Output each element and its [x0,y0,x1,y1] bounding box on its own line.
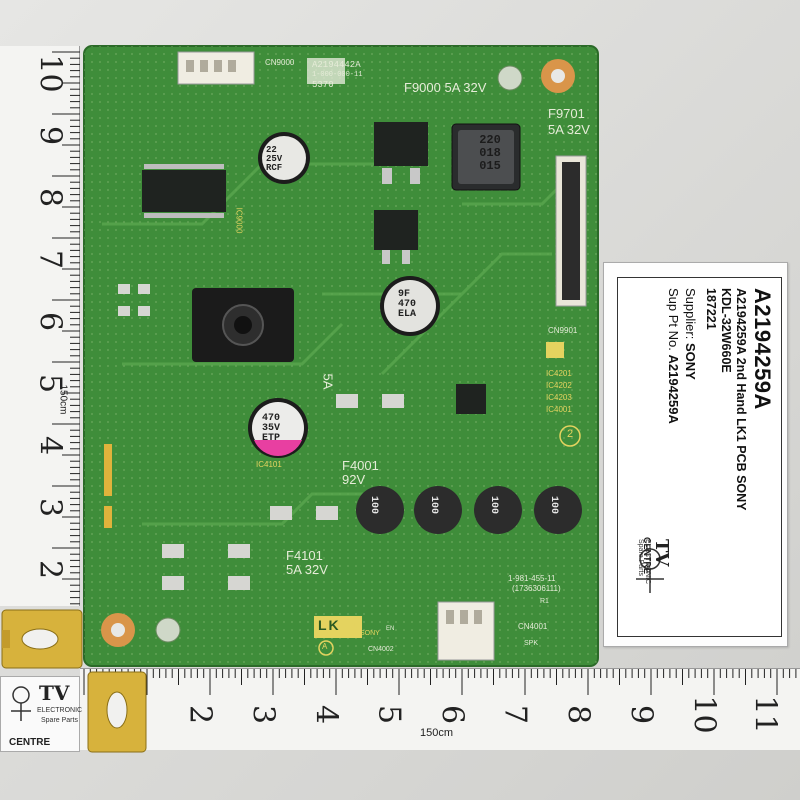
silk-lk: LK [318,617,341,633]
ruler-mark-h3: 3 [245,704,281,725]
ruler-mark-6: 6 [32,311,68,332]
ruler-mark-4: 4 [32,435,68,456]
label-line3: 187221 [704,288,718,330]
silk-spk: SPK [524,640,539,647]
silk-5370: 5370 [312,80,334,90]
mascot-icon [11,686,31,721]
label-supplier-value: SONY [683,342,698,380]
ruler-mark-8: 8 [32,187,68,208]
cap-pink-line1: 470 [262,413,281,424]
product-label-card: A2194259A A2194259A 2nd Hand LK1 PCB SON… [603,262,788,647]
silk-cn4002: CN4002 [368,646,394,653]
label-sup-pt-key: Sup Pt No. [666,288,681,351]
cap-pink-line3: ETP [262,433,281,444]
ruler-mark-7: 7 [32,249,68,270]
ruler-mark-h11: 11 [747,695,783,734]
ruler-mark-2: 2 [32,559,68,580]
silk-f4001: F4001 [342,458,379,473]
ruler-mark-3: 3 [32,497,68,518]
silk-cn4001: CN4001 [518,622,548,631]
silk-part-number-2b: (1736306111) [512,584,561,593]
horizontal-ruler-unit: 150cm [420,727,454,739]
gold-clip-bottom [87,671,147,753]
logo-centre: CENTRE [9,737,51,748]
silk-cn9000: CN9000 [265,58,295,67]
silk-ic4203: IC4203 [546,393,572,402]
silk-ic9000: IC9000 [234,207,244,234]
silk-r1: R1 [540,598,549,605]
silk-ic4202: IC4202 [546,381,572,390]
silk-ic4201: IC4201 [546,369,572,378]
logo-tile: TV ELECTRONIC Spare Parts CENTRE [0,676,83,752]
silk-cn9901: CN9901 [548,326,578,335]
silk-f4001-rating: 92V [342,472,366,487]
label-line2: KDL-32W660E [719,288,733,373]
cap-center-text: 9F 470 ELA [398,290,416,320]
inductor-code-line3: 015 [479,159,501,173]
silk-ic4001: IC4001 [546,405,572,414]
vertical-ruler-unit: 150cm [57,384,69,415]
inductor-code-line1: 220 [479,133,501,147]
ruler-mark-h7: 7 [497,704,533,725]
silk-f4101: F4101 [286,548,323,563]
cap-center-line1: 9F [398,289,411,300]
cap-top-left-text: 22 25V RCF [266,146,282,173]
ruler-mark-h9: 9 [623,704,659,725]
horizontal-ruler-ticks [83,669,797,695]
label-sup-pt-value: A2194259A [666,354,681,424]
horizontal-ruler: 2 3 4 5 6 7 8 9 10 11 150cm [80,668,800,750]
silk-part-number-2: 1-981-455-11 [508,574,556,583]
silk-lk-num: 1 [352,620,358,630]
inductor-label-1: 100 [368,495,380,515]
ruler-mark-h8: 8 [560,704,596,725]
silk-part-number: A2194442A [312,60,361,70]
silk-circle-2: 2 [567,428,574,440]
silk-part-sub: 1-000-000-11 [312,71,363,79]
label-logo-centre: CENTRE [642,537,652,575]
silk-f9000: F9000 5A 32V [404,80,487,95]
label-logo: TV ELECTRONIC Spare Parts CENTRE [624,533,704,633]
label-logo-mark: TV [651,539,672,567]
ruler-mark-10: 10 [32,54,68,93]
silk-5a: 5A [320,373,336,390]
label-line1: A2194259A 2nd Hand LK1 PCB SONY [734,288,748,511]
ruler-mark-9: 9 [32,125,68,146]
cap-top-left-line1: 22 [266,145,277,155]
cap-center-line3: ELA [398,309,417,320]
silk-en: EN [386,626,395,632]
silk-sony: SONY [360,630,380,637]
ruler-mark-h10: 10 [686,695,722,734]
silk-brand-a: A [322,642,328,651]
cap-center-line2: 470 [398,299,417,310]
inductor-label-4: 100 [548,495,560,515]
cap-pink-text: 470 35V ETP [262,414,280,444]
inductor-label-3: 100 [488,495,500,515]
logo-line2: Spare Parts [41,717,78,724]
cap-top-left-line3: RCF [266,163,283,173]
silk-f4101-rating: 5A 32V [286,562,328,577]
logo-mark: TV [39,681,70,705]
ruler-mark-h4: 4 [308,704,344,725]
cap-pink-line2: 35V [262,423,281,434]
label-title: A2194259A [750,288,775,410]
inductor-code: 220 018 015 [470,134,510,173]
vertical-ruler: 10 9 8 7 6 5 4 3 2 150cm [0,46,80,606]
gold-clip-left [1,609,83,669]
ruler-mark-h5: 5 [371,704,407,725]
logo-line1: ELECTRONIC [37,707,83,714]
silk-ic4101: IC4101 [256,460,282,469]
inductor-label-2: 100 [428,495,440,515]
pcb-board [83,45,599,667]
cap-top-left-line2: 25V [266,154,283,164]
silk-f9701-rating: 5A 32V [548,122,590,137]
silk-f9701: F9701 [548,106,585,121]
label-supplier-key: Supplier: [683,288,698,340]
label-mascot-icon [636,548,664,593]
inductor-code-line2: 018 [479,146,501,160]
ruler-mark-h2: 2 [182,704,218,725]
silk-ic-list: IC4201 IC4202 IC4203 IC4001 [546,368,572,416]
vertical-ruler-ticks [52,51,80,605]
